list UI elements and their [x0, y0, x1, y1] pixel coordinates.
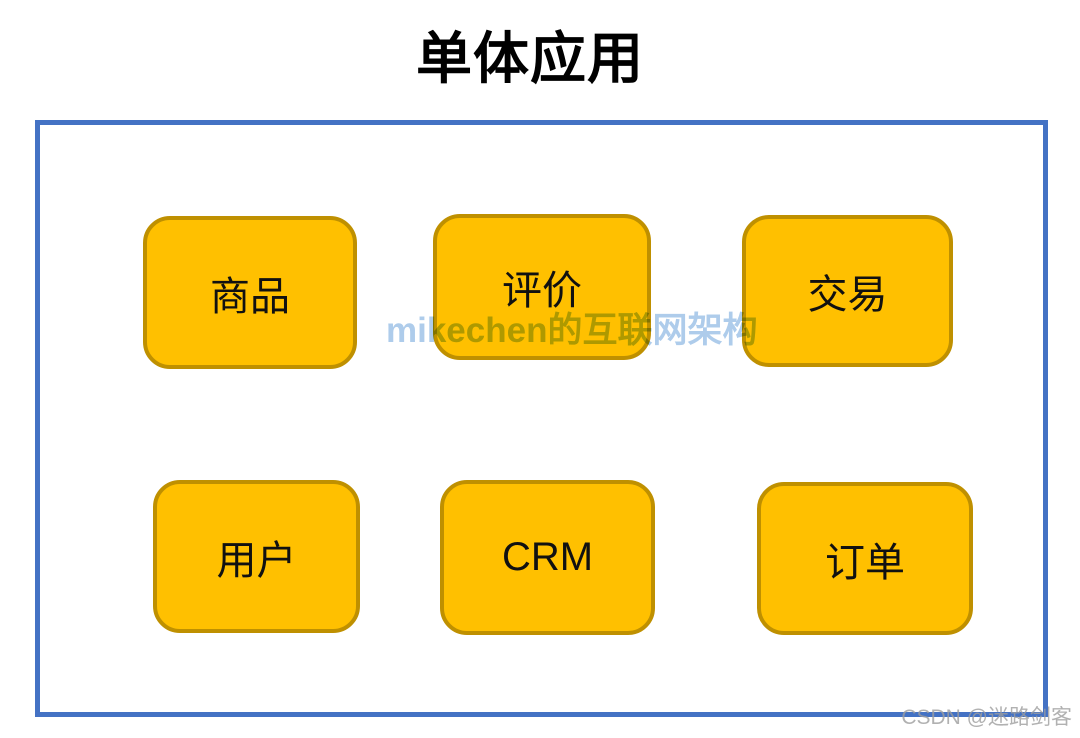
- page-title: 单体应用: [416, 27, 644, 90]
- watermark-corner-text: CSDN @迷路剑客: [901, 706, 1072, 729]
- watermark-center-text: mikechen的互联网架构: [386, 311, 758, 350]
- module-box-order: 订单: [757, 482, 973, 635]
- module-box-user: 用户: [153, 480, 360, 633]
- module-box-review: 评价: [433, 214, 651, 360]
- module-box-goods: 商品: [143, 216, 357, 369]
- module-box-trade: 交易: [742, 215, 953, 367]
- module-box-crm: CRM: [440, 480, 655, 635]
